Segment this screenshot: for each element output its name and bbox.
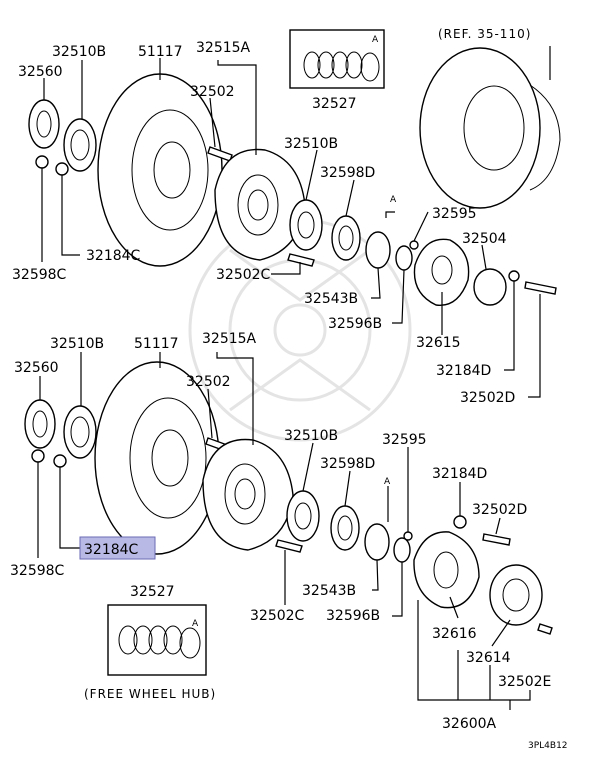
label-32502c-bot[interactable]: 32502C: [250, 608, 305, 624]
label-a-kit-bot: A: [192, 619, 199, 629]
label-32184d-bot[interactable]: 32184D: [432, 466, 487, 482]
label-32543b-top[interactable]: 32543B: [304, 291, 358, 307]
label-32502c-top[interactable]: 32502C: [216, 267, 271, 283]
label-32502d-bot[interactable]: 32502D: [472, 502, 527, 518]
label-32600a[interactable]: 32600A: [442, 716, 497, 732]
label-a-bot: A: [384, 477, 391, 487]
highlight-box-32184c[interactable]: [79, 536, 156, 560]
label-32510b-bot[interactable]: 32510B: [50, 336, 104, 352]
label-32598d-bot[interactable]: 32598D: [320, 456, 375, 472]
bottom-leader-lines: [37, 352, 531, 710]
label-32515a-bot[interactable]: 32515A: [202, 331, 257, 347]
label-32598d-top[interactable]: 32598D: [320, 165, 375, 181]
label-32510b-top[interactable]: 32510B: [52, 44, 106, 60]
label-free-wheel-hub: (FREE WHEEL HUB): [84, 687, 216, 701]
label-32615[interactable]: 32615: [416, 335, 461, 351]
label-reference: (REF. 35-110): [438, 27, 531, 41]
label-32515a-top[interactable]: 32515A: [196, 40, 251, 56]
label-32502e[interactable]: 32502E: [498, 674, 551, 690]
label-32596b-top[interactable]: 32596B: [328, 316, 382, 332]
label-32598c-top[interactable]: 32598C: [12, 267, 67, 283]
label-32527-top[interactable]: 32527: [312, 96, 357, 112]
label-32502-top[interactable]: 32502: [190, 84, 235, 100]
label-32614[interactable]: 32614: [466, 650, 511, 666]
diagram-code: 3PL4B12: [528, 741, 568, 751]
label-32527-bot[interactable]: 32527: [130, 584, 175, 600]
label-51117-bot[interactable]: 51117: [134, 336, 179, 352]
label-32504[interactable]: 32504: [462, 231, 507, 247]
label-32502-bot[interactable]: 32502: [186, 374, 231, 390]
top-leader-lines: [41, 46, 551, 398]
label-32595-top[interactable]: 32595: [432, 206, 477, 222]
label-32560-top[interactable]: 32560: [18, 64, 63, 80]
kit-box-top: [289, 29, 385, 89]
bottom-assembly: [24, 361, 553, 635]
label-32616[interactable]: 32616: [432, 626, 477, 642]
callout-labels: 32510B 51117 32515A 32560 32502 32527 A …: [10, 27, 568, 751]
label-a-top: A: [390, 195, 397, 205]
label-51117-top[interactable]: 51117: [138, 44, 183, 60]
label-32598c-bot[interactable]: 32598C: [10, 563, 65, 579]
label-32510b-mid-bot[interactable]: 32510B: [284, 428, 338, 444]
label-32184d-top[interactable]: 32184D: [436, 363, 491, 379]
label-32510b-mid-top[interactable]: 32510B: [284, 136, 338, 152]
label-32596b-bot[interactable]: 32596B: [326, 608, 380, 624]
label-32184c-top[interactable]: 32184C: [86, 248, 141, 264]
label-32543b-bot[interactable]: 32543B: [302, 583, 356, 599]
top-assembly: [28, 47, 561, 306]
label-32502d-top[interactable]: 32502D: [460, 390, 515, 406]
label-32184c-bot[interactable]: 32184C: [84, 542, 139, 558]
kit-box-bottom: [107, 604, 207, 676]
label-32560-bot[interactable]: 32560: [14, 360, 59, 376]
label-a-kit-top: A: [372, 35, 379, 45]
label-32595-bot[interactable]: 32595: [382, 432, 427, 448]
